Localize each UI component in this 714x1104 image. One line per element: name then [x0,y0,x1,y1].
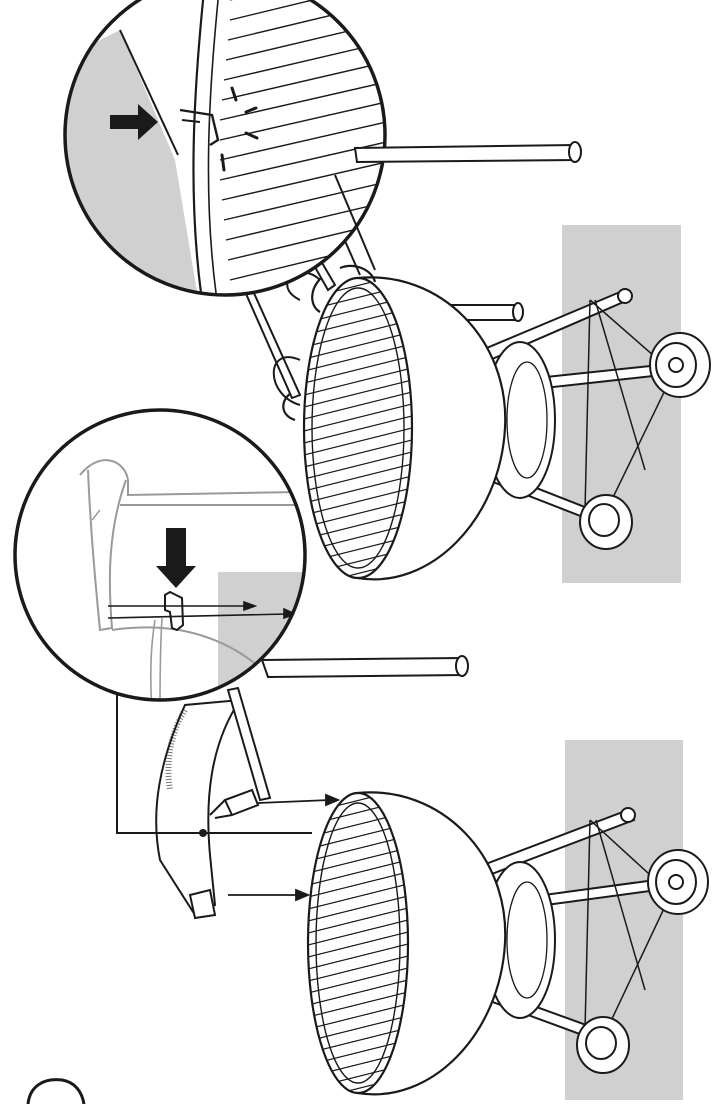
detail-callout-hook [63,0,387,297]
click-indicator [220,86,259,172]
lower-grill-illustration [116,686,709,1100]
upper-grill-illustration [222,223,711,583]
lid-profile [155,698,242,917]
handle-bracket [223,788,260,817]
arrow-icon [110,104,158,140]
clip-bracket [164,590,185,632]
down-arrow-icon [156,528,196,588]
hook-bracket [179,108,220,147]
page-corner-mark [26,1078,86,1104]
